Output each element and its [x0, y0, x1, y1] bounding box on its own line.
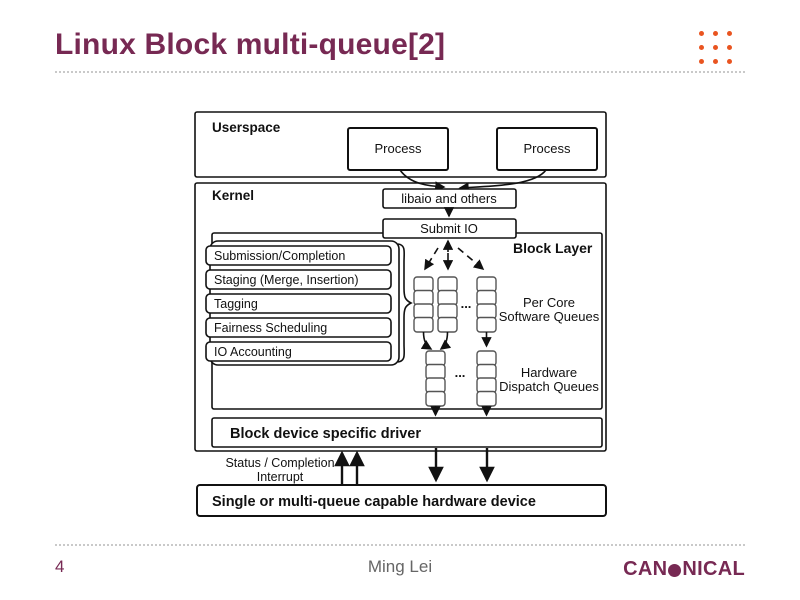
hardware-device-box: [196, 484, 607, 517]
block-mq-architecture-diagram: Userspace Process Process Kernel libaio …: [185, 100, 615, 530]
arrow-submit-to-swq3: [457, 247, 485, 271]
userspace-label: Userspace: [212, 120, 281, 135]
stage-label: Submission/Completion: [214, 249, 345, 263]
canonical-logo-text: NICAL: [682, 558, 745, 580]
interrupt-label: Status / Completion: [225, 456, 334, 470]
software-queues-ellipsis: ...: [461, 296, 472, 311]
dot-icon: [699, 59, 704, 64]
diagram-canvas: Userspace Process Process Kernel libaio …: [194, 111, 607, 517]
hardware-queues-ellipsis: ...: [455, 365, 466, 380]
driver-label: Block device specific driver: [230, 426, 421, 442]
stage-box: [205, 341, 392, 362]
arrow-submit-to-swq1: [424, 247, 439, 271]
process-label-1: Process: [375, 141, 422, 156]
stage-box: [205, 293, 392, 314]
hardware-queues-label: Hardware: [521, 365, 577, 380]
footer-author: Ming Lei: [367, 557, 433, 576]
dot-icon: [713, 31, 718, 36]
software-queues-label: Software Queues: [499, 309, 600, 324]
submit-io-label: Submit IO: [420, 221, 478, 236]
submit-io-box: [382, 218, 517, 239]
libaio-label: libaio and others: [401, 191, 497, 206]
stage-box: [205, 245, 392, 266]
process-box-1: [347, 127, 449, 171]
hardware-queues-label: Dispatch Queues: [499, 379, 599, 394]
footer-divider: [55, 544, 745, 546]
software-queue-column: [437, 276, 458, 333]
page-number: 4: [55, 557, 65, 576]
dot-icon: [713, 59, 718, 64]
dot-icon: [699, 45, 704, 50]
canonical-logo: CAN NICAL: [623, 558, 745, 581]
process-box-2: [496, 127, 598, 171]
process-label-2: Process: [524, 141, 571, 156]
driver-box: [211, 417, 603, 448]
stage-label: IO Accounting: [214, 345, 292, 359]
software-queues-label: Per Core: [523, 295, 575, 310]
stage-box: [205, 317, 392, 338]
canonical-logo-text: CAN: [623, 558, 668, 580]
dot-icon: [727, 31, 732, 36]
stage-label: Staging (Merge, Insertion): [214, 273, 359, 287]
hardware-device-label: Single or multi-queue capable hardware d…: [212, 494, 536, 510]
stage-label: Tagging: [214, 297, 258, 311]
dot-icon: [727, 45, 732, 50]
stage-label: Fairness Scheduling: [214, 321, 327, 335]
arrow-process2-to-libaio: [458, 169, 547, 193]
page-title: Linux Block multi-queue[2]: [55, 28, 446, 61]
block-layer-label: Block Layer: [513, 240, 593, 256]
arrow-swq2-to-hwq1: [439, 331, 452, 350]
dot-icon: [727, 59, 732, 64]
hardware-queue-column: [425, 350, 446, 407]
kernel-label: Kernel: [212, 188, 254, 203]
interrupt-label: Interrupt: [257, 470, 304, 484]
arrow-swq1-to-hwq1: [420, 331, 433, 350]
canonical-logo-circle-icon: [668, 564, 682, 577]
hardware-queue-column: [476, 350, 497, 407]
stages-brace: [397, 243, 413, 363]
dots-grid-icon: [699, 31, 732, 64]
software-queue-column: [413, 276, 434, 333]
software-queue-column: [476, 276, 497, 333]
arrow-process1-to-libaio: [399, 169, 446, 192]
dot-icon: [713, 45, 718, 50]
dot-icon: [699, 31, 704, 36]
header-divider: [55, 71, 745, 73]
stage-box: [205, 269, 392, 290]
